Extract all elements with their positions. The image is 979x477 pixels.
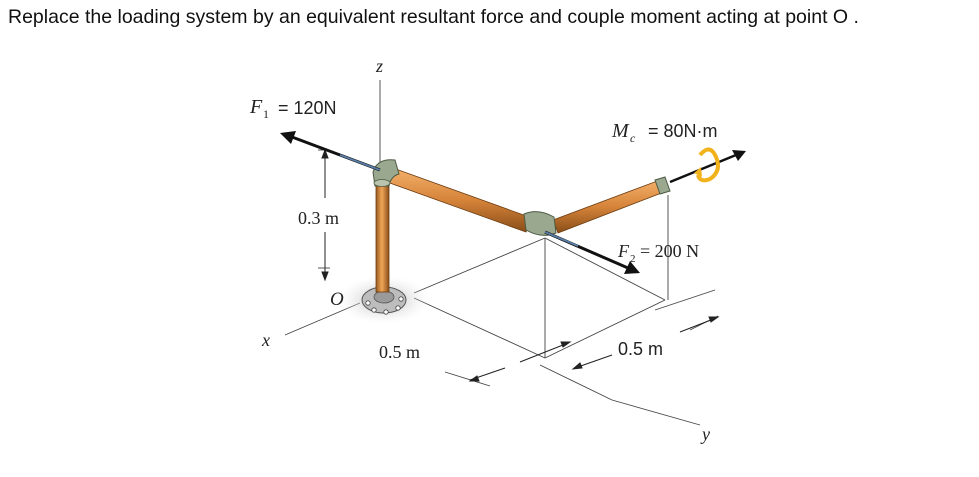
force-f1-label: F 1 = 120N — [249, 96, 337, 121]
problem-statement: Replace the loading system by an equival… — [8, 6, 859, 28]
dimension-height-label: 0.3 m — [298, 208, 339, 228]
force-f1-arrow — [280, 131, 381, 172]
svg-text:F: F — [249, 96, 263, 118]
x-axis-label: x — [261, 330, 270, 350]
svg-text:= 80N·m: = 80N·m — [648, 121, 718, 141]
svg-text:F: F — [617, 241, 630, 261]
dimension-span-y-label: 0.5 m — [618, 339, 663, 359]
svg-text:= 200 N: = 200 N — [640, 241, 699, 261]
dimension-span-x-label: 0.5 m — [379, 342, 420, 362]
base-plate — [338, 276, 430, 324]
y-axis-label: y — [700, 424, 710, 444]
dimension-arrows — [321, 148, 720, 382]
z-axis-label: z — [375, 56, 383, 76]
svg-text:2: 2 — [630, 253, 636, 265]
svg-text:c: c — [630, 131, 636, 145]
pipe-segment-y — [552, 179, 665, 234]
force-f2-arrow — [544, 230, 640, 274]
moment-label: M c = 80N·m — [611, 120, 718, 145]
pipe-segment-x — [386, 167, 533, 233]
tee-fitting — [523, 211, 557, 236]
moment-curl-icon — [694, 147, 720, 183]
elbow-fitting — [372, 159, 400, 187]
vertical-pipe — [375, 179, 390, 293]
moment-axis-arrow — [669, 150, 746, 184]
svg-text:M: M — [611, 120, 630, 142]
end-coupling — [654, 176, 671, 195]
origin-label: O — [330, 289, 344, 310]
force-f2-label: F 2 = 200 N — [617, 241, 699, 265]
svg-text:= 120N: = 120N — [278, 98, 337, 118]
construction-lines — [284, 80, 719, 426]
svg-text:1: 1 — [263, 107, 269, 121]
